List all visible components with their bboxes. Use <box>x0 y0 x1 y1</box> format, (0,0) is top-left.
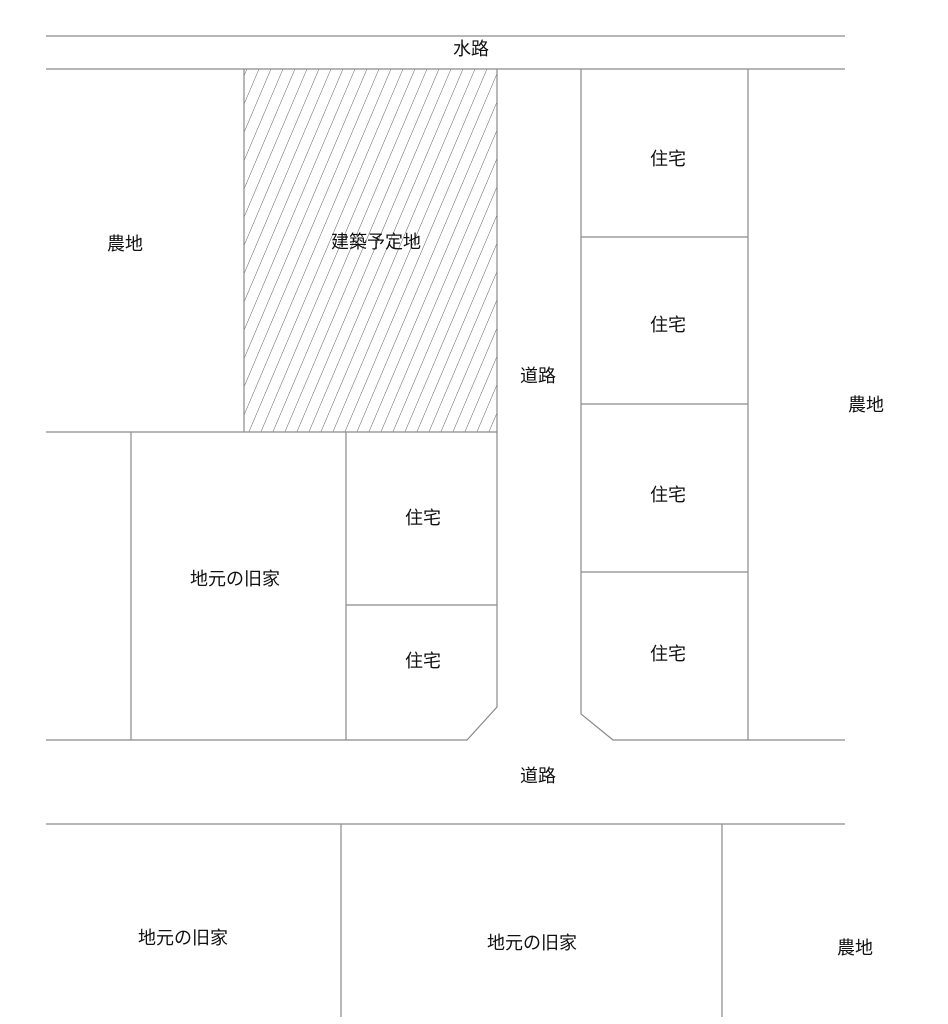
old-house-label: 地元の旧家 <box>138 928 228 949</box>
house-label: 住宅 <box>650 485 686 506</box>
old-house-label: 地元の旧家 <box>190 569 280 590</box>
farmland-right-label: 農地 <box>848 395 884 416</box>
house-label: 住宅 <box>650 149 686 170</box>
waterway-label: 水路 <box>453 39 489 60</box>
farmland-left-label: 農地 <box>107 234 143 255</box>
road-vertical-label: 道路 <box>520 366 556 387</box>
house-label: 住宅 <box>405 508 441 529</box>
boundary-lines <box>46 35 845 1017</box>
road-horizontal-label: 道路 <box>520 766 556 787</box>
old-house-label: 地元の旧家 <box>487 933 577 954</box>
house-label: 住宅 <box>650 644 686 665</box>
farmland-bottom-right-label: 農地 <box>837 938 873 959</box>
house-label: 住宅 <box>650 315 686 336</box>
planned-site-hatch <box>244 69 497 432</box>
house-label: 住宅 <box>405 651 441 672</box>
planned-site-label: 建築予定地 <box>331 232 421 253</box>
